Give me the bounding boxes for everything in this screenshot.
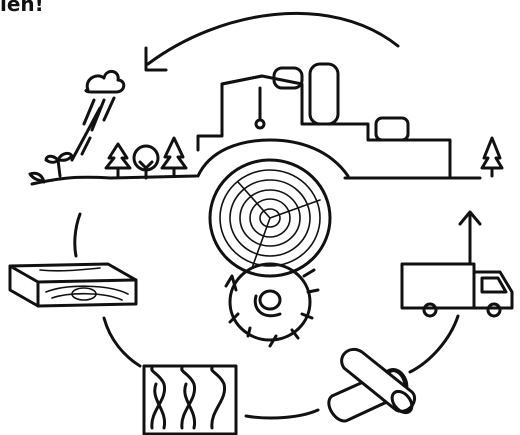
- cycle-arc-left-lower: [104, 318, 140, 366]
- factory-icon: [198, 64, 450, 176]
- timber-board-icon: [10, 264, 136, 306]
- log-cross-section-icon: [210, 160, 330, 276]
- cycle-arrow-top: [146, 13, 398, 70]
- logs-icon: [329, 349, 416, 421]
- forest-icon: [106, 138, 186, 178]
- insulation-icon: [144, 366, 236, 434]
- cycle-arc-left: [75, 214, 80, 256]
- truck-icon: [402, 264, 512, 316]
- cycle-arc-right-lower: [410, 316, 458, 372]
- cycle-arrow-right: [460, 212, 480, 262]
- tree-icon: [482, 138, 502, 176]
- cycle-arc-bottom: [246, 410, 318, 418]
